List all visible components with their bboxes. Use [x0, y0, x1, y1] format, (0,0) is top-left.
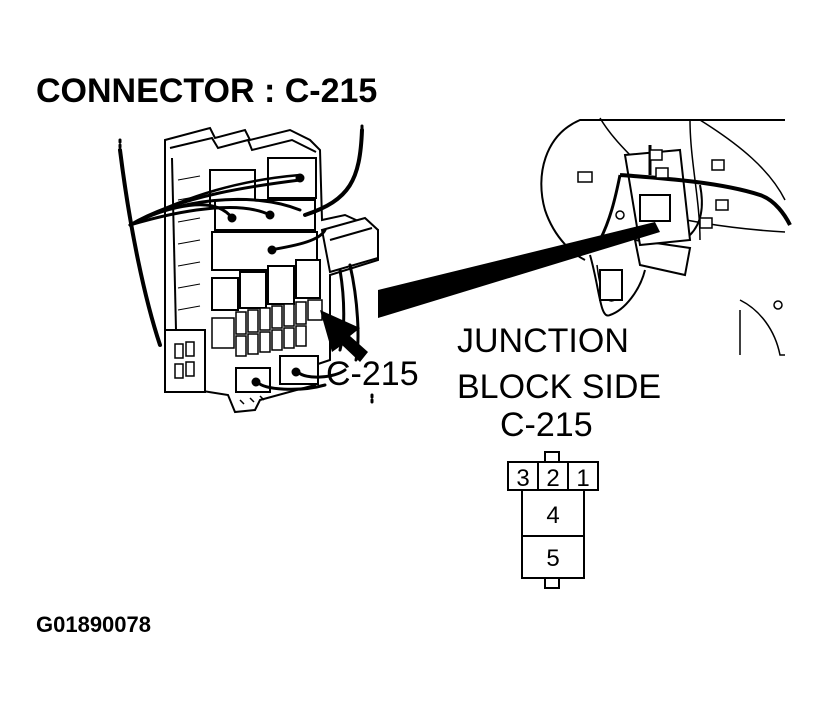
figure-code: G01890078 — [36, 612, 151, 637]
connector-face — [507, 451, 599, 589]
pin-label-1: 1 — [576, 465, 589, 492]
pin-label-4: 4 — [546, 502, 559, 529]
junction-label-line2: BLOCK SIDE — [457, 368, 661, 406]
callout-arrow — [320, 310, 368, 362]
pointer-wedge — [378, 222, 660, 318]
junction-label-line1: JUNCTION — [457, 322, 629, 360]
page-title: CONNECTOR : C-215 — [36, 72, 377, 110]
junction-label-line3: C-215 — [500, 406, 593, 444]
dashboard-location-view — [540, 117, 792, 356]
pin-label-5: 5 — [546, 545, 559, 572]
harness-wires — [118, 124, 374, 407]
pin-label-2: 2 — [546, 465, 559, 492]
callout-label: C-215 — [326, 355, 419, 393]
pin-label-3: 3 — [516, 465, 529, 492]
